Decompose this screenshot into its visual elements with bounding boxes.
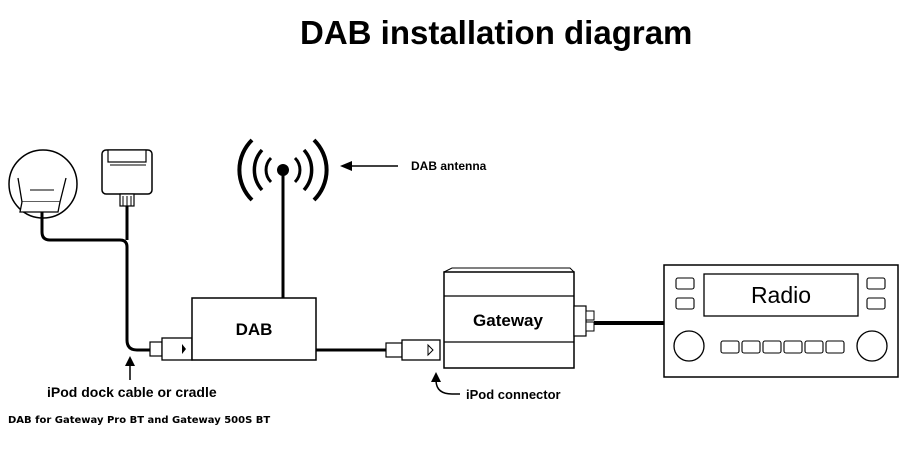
- ipod-cable-label: iPod dock cable or cradle: [47, 384, 217, 400]
- dab-antenna-label: DAB antenna: [411, 159, 487, 173]
- dab-box: DAB: [191, 297, 317, 361]
- gateway-output-connector: [573, 305, 595, 337]
- ipod-connector-arrow: [431, 372, 460, 395]
- ipod-plug-left: [149, 337, 193, 361]
- ipod-connector-label: iPod connector: [466, 387, 561, 402]
- radio-unit: Radio: [663, 264, 899, 378]
- dab-box-label: DAB: [236, 320, 273, 339]
- diagram-title: DAB installation diagram: [300, 14, 693, 51]
- ipod-cable-arrow: [125, 356, 135, 380]
- cradle-cable: [40, 212, 150, 352]
- dock-connector-icon: [101, 149, 153, 207]
- antenna-arrow: [340, 161, 398, 171]
- radio-display-label: Radio: [751, 282, 811, 308]
- ipod-cradle-icon: [8, 149, 78, 219]
- footer-note: DAB for Gateway Pro BT and Gateway 500S …: [8, 415, 271, 426]
- gateway-box-label: Gateway: [473, 311, 543, 330]
- dab-antenna-icon: [237, 138, 329, 202]
- gateway-box: Gateway: [443, 267, 575, 369]
- ipod-plug-right: [385, 339, 441, 361]
